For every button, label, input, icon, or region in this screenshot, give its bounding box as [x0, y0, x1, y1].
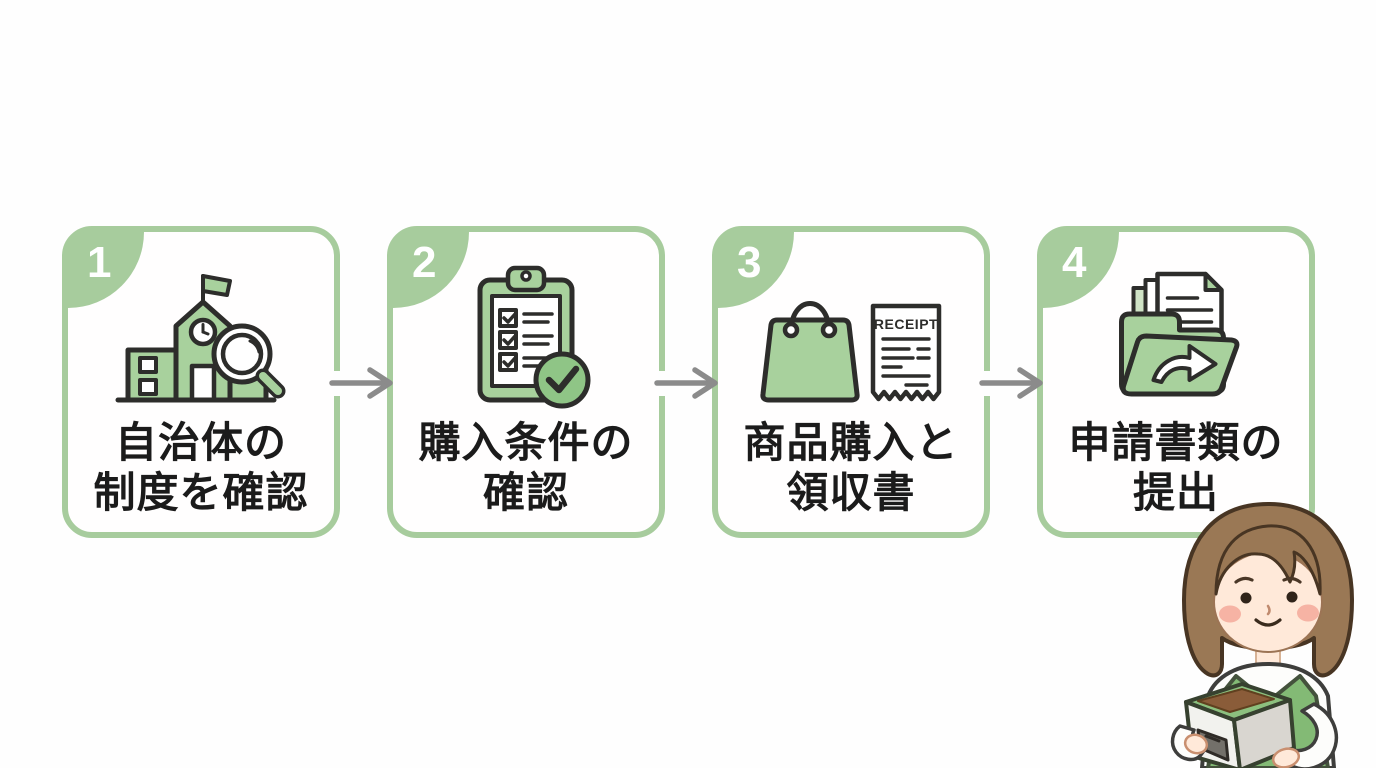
step-4-label-line2: 提出	[1132, 469, 1219, 517]
right-arrow-icon-1	[328, 364, 398, 402]
shopping-bag-receipt-icon: RECEIPT	[751, 278, 951, 413]
step-1-number-badge: 1	[68, 232, 144, 308]
step-3-label: 商品購入と 領収書	[722, 418, 980, 519]
step-2-number: 2	[412, 238, 437, 287]
clipboard-checklist-icon	[446, 256, 606, 416]
step-2-label-line2: 確認	[482, 469, 569, 517]
step-4-label-line1: 申請書類の	[1068, 419, 1284, 466]
step-2-label: 購入条件の 確認	[397, 418, 655, 519]
step-card-2: 2	[387, 226, 665, 538]
step-1-label-line2: 制度を確認	[93, 469, 309, 517]
step-card-4: 4 申請書類の 提出	[1037, 226, 1315, 538]
woman-holding-compost-bin-illustration	[1150, 490, 1376, 768]
step-1-label-line1: 自治体の	[114, 419, 287, 466]
step-card-3: 3 RECEIPT 商品購入と 領収書	[712, 226, 990, 538]
step-1-label: 自治体の 制度を確認	[72, 418, 330, 519]
right-arrow-icon-3	[978, 364, 1048, 402]
step-3-number: 3	[737, 238, 762, 287]
step-card-1: 1 自治体の	[62, 226, 340, 538]
step-4-number: 4	[1062, 238, 1087, 287]
right-arrow-icon-2	[653, 364, 723, 402]
step-3-label-line2: 領収書	[786, 469, 916, 517]
step-3-label-line1: 商品購入と	[743, 419, 959, 466]
step-1-number: 1	[87, 238, 112, 287]
building-magnifier-icon	[106, 262, 296, 415]
svg-text:RECEIPT: RECEIPT	[874, 316, 938, 332]
folder-submit-icon	[1094, 258, 1259, 413]
step-2-label-line1: 購入条件の	[418, 419, 634, 466]
step-4-label: 申請書類の 提出	[1047, 418, 1305, 519]
